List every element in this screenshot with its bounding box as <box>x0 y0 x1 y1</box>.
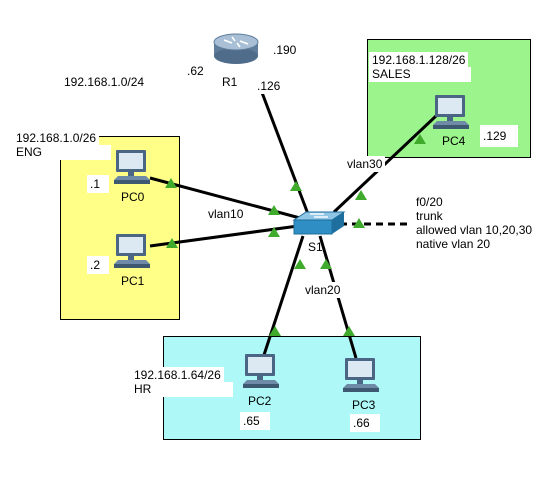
pc4-name: PC4 <box>442 134 466 148</box>
vlan10-label: vlan10 <box>205 206 247 222</box>
pc-icon[interactable] <box>243 354 279 388</box>
pc2-name: PC2 <box>248 394 272 408</box>
port-pc0 <box>165 178 177 188</box>
port-pc1 <box>166 238 178 248</box>
port-s1-pc0 <box>268 205 280 215</box>
trunk-allowed: allowed vlan 10,20,30 <box>416 223 533 237</box>
pc1-ip: .2 <box>87 256 109 274</box>
switch-name: S1 <box>308 240 323 254</box>
port-pc4 <box>414 134 426 144</box>
pc-icon[interactable] <box>433 95 469 129</box>
trunk-mode: trunk <box>416 209 443 223</box>
network-subnet-label: 192.168.1.0/24 <box>61 74 148 90</box>
router-name: R1 <box>222 75 238 89</box>
sales-zone-label: SALES <box>369 67 471 82</box>
vlan30-label: vlan30 <box>344 156 386 172</box>
trunk-native: native vlan 20 <box>416 237 491 251</box>
trunk-config: f0/20 trunk allowed vlan 10,20,30 native… <box>413 194 536 252</box>
port-s1-pc1 <box>268 227 280 237</box>
pc3-name: PC3 <box>352 398 376 412</box>
link-r1-s1 <box>256 81 310 215</box>
port-pc3 <box>343 326 355 336</box>
hr-zone-label: HR <box>131 382 233 397</box>
port-indicators <box>165 134 426 336</box>
pc0-ip: .1 <box>87 175 109 193</box>
hr-subnet-label: 192.168.1.64/26 <box>131 367 224 382</box>
port-s1-trunk <box>353 218 365 228</box>
links <box>149 81 438 359</box>
router-icon[interactable] <box>213 33 259 64</box>
vlan20-label: vlan20 <box>302 282 344 298</box>
pc-icon[interactable] <box>343 358 379 392</box>
pc0-name: PC0 <box>121 190 145 204</box>
pc4-ip: .129 <box>480 125 518 147</box>
router-ip-right: .190 <box>270 42 300 58</box>
router-ip-bottom: .126 <box>254 78 284 94</box>
eng-subnet-label: 192.168.1.0/26 <box>13 130 100 145</box>
pc1-name: PC1 <box>121 274 145 288</box>
port-pc2 <box>269 326 281 336</box>
pc2-ip: .65 <box>240 412 270 430</box>
switch-icon[interactable] <box>292 211 346 235</box>
link-pc2-s1 <box>261 235 305 359</box>
trunk-port: f0/20 <box>416 195 443 209</box>
port-s1-pc3 <box>320 259 332 269</box>
port-s1-pc2 <box>294 259 306 269</box>
port-s1-pc4 <box>355 190 367 200</box>
port-r1-s1 <box>290 181 302 191</box>
eng-zone-label: ENG <box>13 145 111 160</box>
sales-subnet-label: 192.168.1.128/26 <box>369 52 469 67</box>
pc-icon[interactable] <box>114 150 150 184</box>
router-ip-left: .62 <box>184 63 207 79</box>
pc-icon[interactable] <box>114 234 150 268</box>
pc3-ip: .66 <box>350 414 380 432</box>
